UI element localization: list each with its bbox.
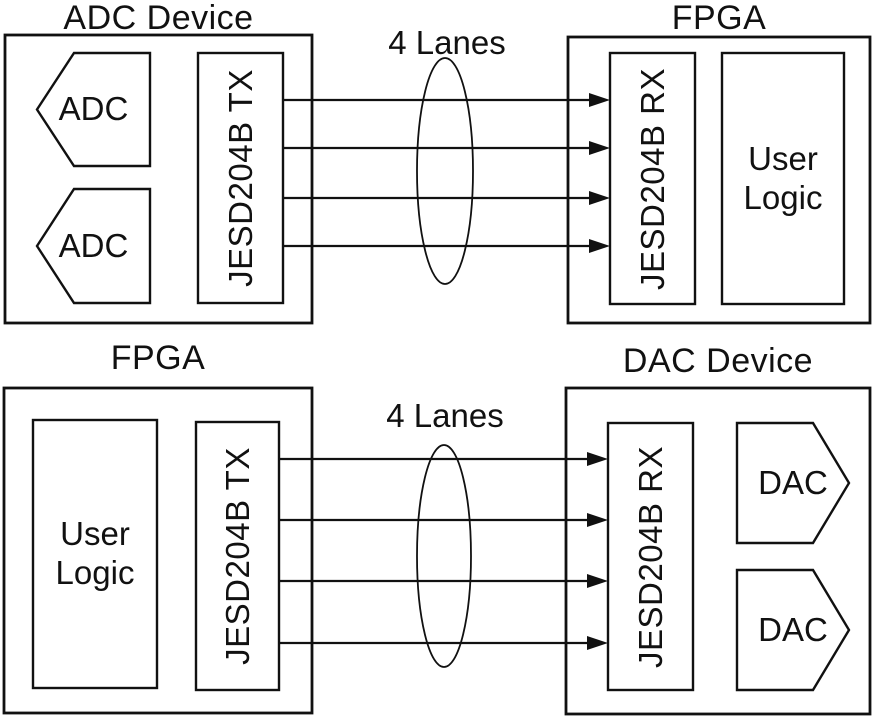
dac-block-label-1: DAC <box>758 463 828 501</box>
dac-device-box <box>564 386 872 716</box>
lanes-label-top: 4 Lanes <box>388 24 506 61</box>
dac-pentagon-2 <box>735 568 851 692</box>
arrowhead-bottom-3 <box>587 574 608 588</box>
lane-bundle-ellipse-bottom <box>416 444 472 668</box>
arrowhead-bottom-2 <box>587 513 608 527</box>
adc-block-label-2: ADC <box>58 226 129 264</box>
lanes-label-bottom: 4 Lanes <box>386 397 504 434</box>
adc-device-title: ADC Device <box>63 0 254 37</box>
fpga-box-bottom <box>2 386 314 715</box>
adc-block-label-1: ADC <box>58 90 129 128</box>
fpga-box-top <box>566 35 872 325</box>
user-logic-label-top: User Logic <box>743 139 823 216</box>
fpga-title-bottom: FPGA <box>110 339 206 377</box>
adc-pentagon-2 <box>35 187 152 305</box>
arrowhead-top-1 <box>589 93 610 107</box>
adc-device-box <box>3 33 314 325</box>
arrowhead-bottom-1 <box>587 452 608 466</box>
jesd204b-rx-label-top: JESD204B RX <box>633 67 671 290</box>
arrowhead-top-4 <box>589 239 610 253</box>
fpga-title-top: FPGA <box>671 0 767 37</box>
user-logic-box-bottom <box>31 418 159 690</box>
jesd204b-tx-label-top: JESD204B TX <box>221 69 259 287</box>
dac-block-label-2: DAC <box>758 610 828 648</box>
dac-pentagon-1 <box>735 421 851 545</box>
jesd204b-rx-box-top <box>608 51 697 306</box>
user-logic-label-bottom: User Logic <box>55 515 135 591</box>
lane-bundle-ellipse-top <box>416 57 474 285</box>
jesd204b-tx-box-bottom <box>194 420 281 692</box>
arrowhead-top-2 <box>589 141 610 155</box>
arrowhead-top-3 <box>589 191 610 205</box>
jesd204b-tx-box-top <box>196 51 285 305</box>
user-logic-box-top <box>720 51 846 306</box>
adc-pentagon-1 <box>35 51 152 168</box>
jesd204b-rx-box-bottom <box>606 421 695 692</box>
dac-device-title: DAC Device <box>622 342 814 380</box>
jesd204b-tx-label-bottom: JESD204B TX <box>218 447 256 665</box>
jesd204b-rx-label-bottom: JESD204B RX <box>631 445 669 668</box>
arrowhead-bottom-4 <box>587 636 608 650</box>
